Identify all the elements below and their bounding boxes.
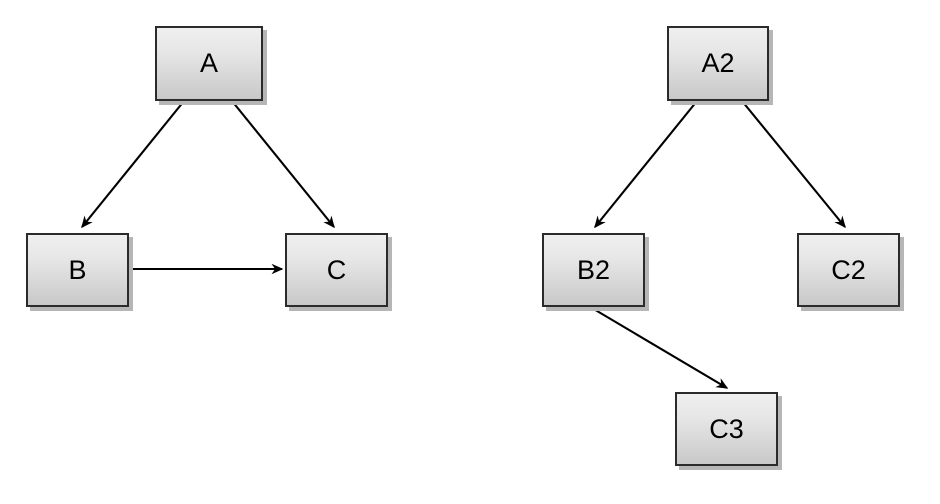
edge-a-to-c	[231, 100, 334, 227]
edge-a-to-b	[82, 100, 185, 227]
edge-b2-to-c3	[591, 307, 727, 389]
node-c-label: C	[326, 254, 347, 285]
node-a2-label: A2	[701, 48, 735, 78]
node-c3-label: C3	[709, 413, 744, 444]
edge-a2-to-b2	[595, 100, 698, 227]
node-c2[interactable]: C2	[797, 233, 900, 307]
node-b2[interactable]: B2	[542, 233, 645, 307]
node-c2-label: C2	[831, 254, 866, 285]
node-b[interactable]: B	[26, 233, 129, 307]
node-b2-label: B2	[576, 254, 611, 285]
edge-a2-to-c2	[741, 100, 845, 227]
node-a2[interactable]: A2	[667, 26, 769, 101]
node-a-label: A	[199, 48, 218, 78]
node-b-label: B	[68, 254, 87, 285]
node-c[interactable]: C	[285, 233, 388, 307]
node-c3[interactable]: C3	[675, 392, 778, 466]
node-a[interactable]: A	[155, 26, 263, 101]
